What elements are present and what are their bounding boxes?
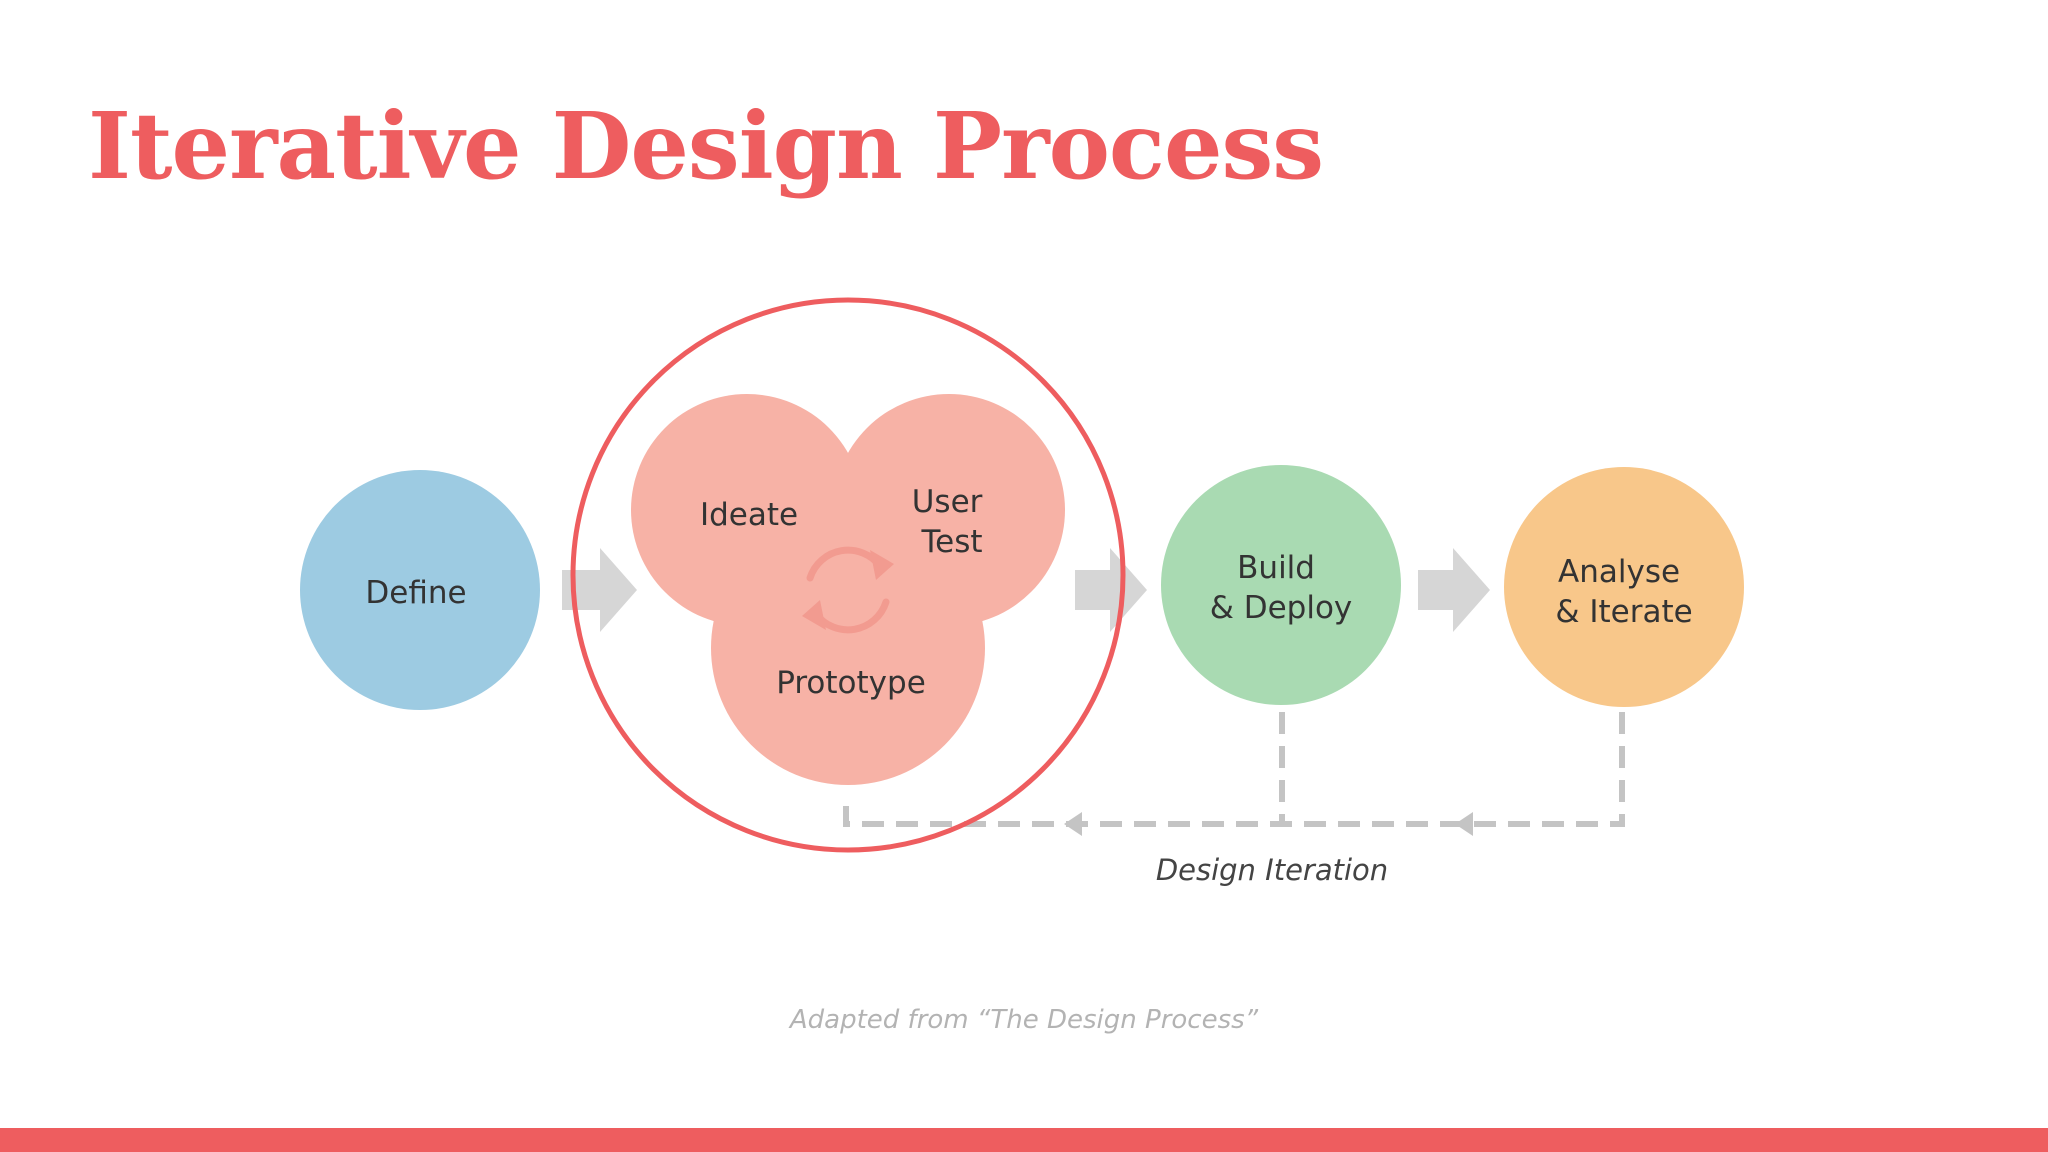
cycle-arrowhead-top [870,550,894,580]
refresh-cycle-icon [802,546,894,634]
design-iteration-label: Design Iteration [1156,853,1388,887]
build-deploy-node [1161,465,1401,705]
build-deploy-label-line-1: Build [1237,550,1315,586]
left-arrowhead-icon [1455,812,1473,836]
right-arrow-icon [1075,548,1147,632]
cycle-arrowhead-bottom [802,600,826,630]
iterative-cluster [631,394,1065,785]
loop-line-from-build [843,712,1285,827]
user-test-label-line-1: User [912,484,983,520]
right-arrow-icon [1418,548,1490,632]
build-deploy-label: Build & Deploy [1210,550,1353,626]
user-test-label: User Test [912,484,993,560]
bottom-accent-bar [0,1128,2048,1152]
build-deploy-label-line-2: & Deploy [1210,590,1353,626]
source-credit: Adapted from “The Design Process” [789,1005,1259,1035]
design-iteration-loop [843,712,1625,827]
left-arrowhead-icon [1064,812,1082,836]
right-arrow-icon [562,548,637,632]
loop-line-from-analyse [1282,712,1625,827]
slide-title: Iterative Design Process [88,92,1324,200]
analyse-iterate-node [1504,467,1744,707]
define-label: Define [365,575,466,611]
highlight-ring [570,297,1126,853]
analyse-iterate-label-line-2: & Iterate [1555,594,1692,630]
user-test-label-line-2: Test [920,524,982,560]
analyse-iterate-label-line-1: Analyse [1558,554,1680,590]
define-node [300,470,540,710]
ideate-label: Ideate [700,497,798,533]
analyse-iterate-label: Analyse & Iterate [1555,554,1692,630]
prototype-label: Prototype [776,665,926,701]
prototype-node [711,511,985,785]
